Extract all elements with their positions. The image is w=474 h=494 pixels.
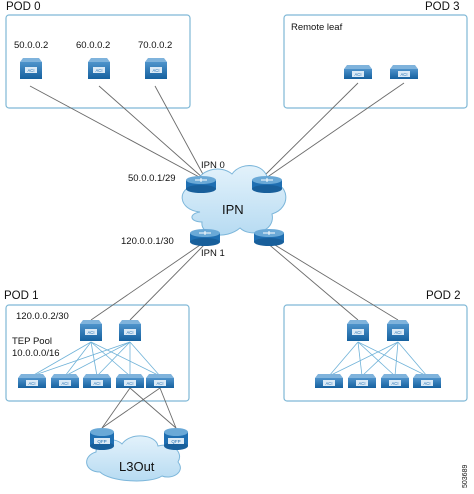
pod1-fabric-links [31,341,161,377]
pod2-spine-2-icon-text: ACI [395,330,402,335]
ipn0-router-left [186,176,216,193]
pod3-remote-leaf-1-icon: ACI [344,65,372,79]
pod0-leaf-3-icon-text: ACI [153,68,160,73]
tep-pool-value: 10.0.0.0/16 [12,348,60,359]
ipn1-label: IPN 1 [201,248,225,259]
pod3-label: POD 3 [425,1,460,13]
pod1-spine-2-icon-text: ACI [127,330,134,335]
l3out-label: L3Out [119,459,155,474]
pod1-leaf-1-icon: ACI [18,374,46,388]
pod3-remote-leaf-2-icon-text: ACI [401,72,408,77]
pod0-box [5,14,191,109]
ipn1-router-left [190,229,220,246]
pod2-leaf-4-icon-text: ACI [424,381,431,386]
remote-leaf-label: Remote leaf [291,22,343,33]
pod3-remote-leaf-2-icon: ACI [390,65,418,79]
pod2-spine-1-icon: ACI [347,320,369,341]
pod1-leaf-5-icon: ACI [146,374,174,388]
pod1-leaf-2-icon: ACI [51,374,79,388]
tep-pool-label: TEP Pool [12,336,52,347]
ipn1-router-right [254,229,284,246]
pod1-label: POD 1 [4,290,39,302]
pod1-leaf-4-icon: ACI [116,374,144,388]
pod0-leaf-ip-1: 50.0.0.2 [14,40,49,51]
ipn1-address: 120.0.0.1/30 [121,236,174,247]
pod0-leaf-2-icon: ACI [88,58,110,79]
pod3-box [283,14,468,109]
ipn0-address: 50.0.0.1/29 [128,173,176,184]
pod2-leaf-4-icon: ACI [413,374,441,388]
pod1-leaf-4-icon-text: ACI [127,381,134,386]
pod2-spine-1-icon-text: ACI [355,330,362,335]
pod1-leaf-3-icon-text: ACI [94,381,101,386]
pod0-leaf-ip-2: 60.0.0.2 [76,40,111,51]
pod2-leaf-3-icon-text: ACI [392,381,399,386]
pod1-box [5,304,190,402]
pod2-spine-2-icon: ACI [387,320,409,341]
pod0-leaf-ip-3: 70.0.0.2 [138,40,173,51]
l3out-router-1-icon-text: QFP [97,439,106,444]
ipn0-label: IPN 0 [201,160,225,171]
pod1-leaf-3-icon: ACI [83,374,111,388]
pod1-spine-1-icon: ACI [80,320,102,341]
pod1-ip-label: 120.0.0.2/30 [16,311,69,322]
pod0-leaf-1-icon-text: ACI [28,68,35,73]
pod1-leaf-5-icon-text: ACI [157,381,164,386]
pod2-fabric-links [328,341,428,377]
pod2-leaf-1-icon-text: ACI [326,381,333,386]
pod0-label: POD 0 [6,1,41,13]
pod3-remote-leaf-1-icon-text: ACI [355,72,362,77]
pod2-box [283,304,468,402]
ipn0-router-right [252,176,282,193]
pod1-spine-1-icon-text: ACI [88,330,95,335]
pod2-leaf-1-icon: ACI [315,374,343,388]
pod2-leaf-2-icon: ACI [348,374,376,388]
figure-id: 503689 [462,464,469,488]
ipn-cloud-label: IPN [222,202,244,217]
ipn-links [29,82,405,429]
ipn-routers [186,176,284,246]
l3out-router-2-icon-text: QFP [171,439,180,444]
pod1-leaf-2-icon-text: ACI [62,381,69,386]
pod0-leaf-1-icon: ACI [20,58,42,79]
pod1-spine-2-icon: ACI [119,320,141,341]
pod1-leaf-1-icon-text: ACI [29,381,36,386]
pod0-leaf-3-icon: ACI [145,58,167,79]
pod0-leaf-2-icon-text: ACI [96,68,103,73]
l3out-router-1-icon: QFP [90,428,114,450]
l3out-router-2-icon: QFP [164,428,188,450]
pod2-leaf-2-icon-text: ACI [359,381,366,386]
pod2-leaf-3-icon: ACI [381,374,409,388]
pod2-label: POD 2 [426,290,461,302]
device-layer: ACI ACI ACI ACI ACI ACI ACI ACI ACI ACI ACI ACI ACI A… [18,58,441,450]
